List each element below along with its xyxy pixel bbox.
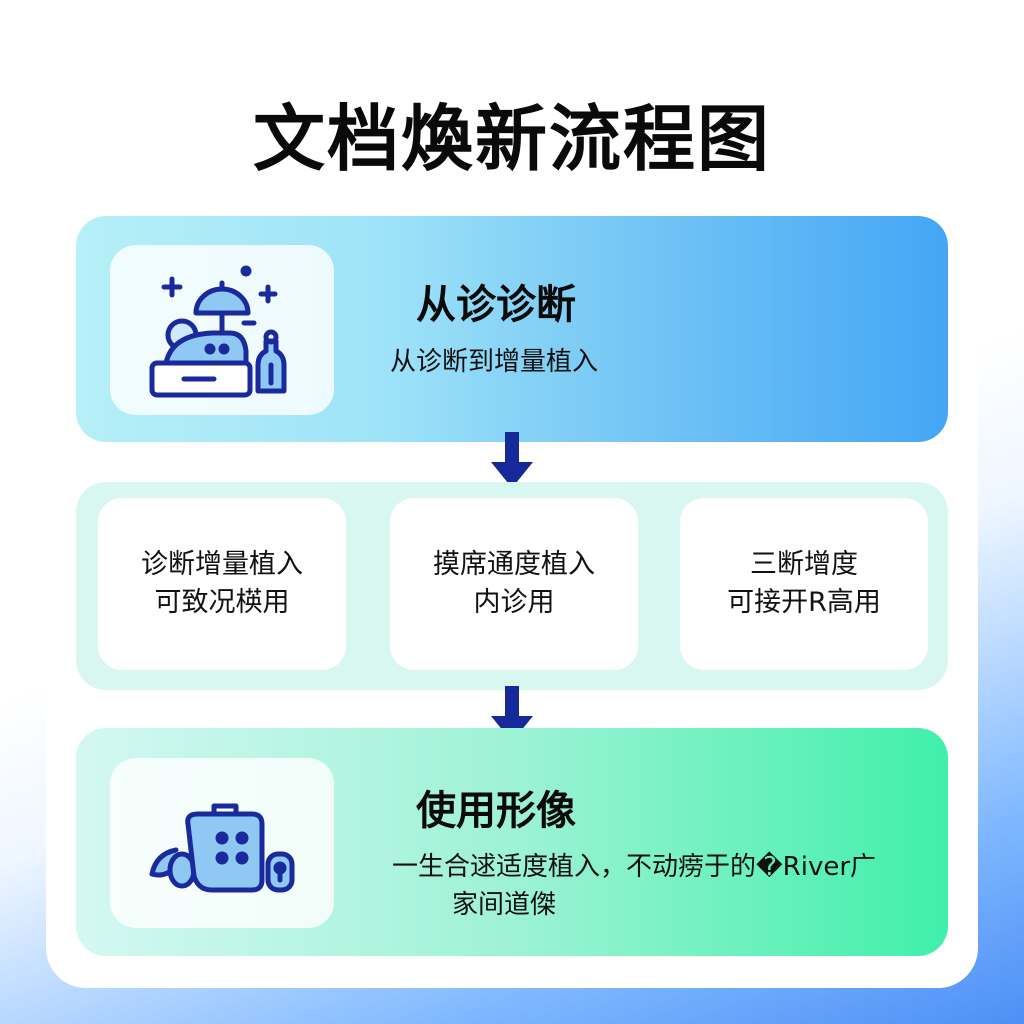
step-box-line2: 可接开R高用: [727, 587, 881, 618]
bottom-icon-tile: [110, 758, 334, 928]
step-box: 摸席通度植入 内诊用: [390, 498, 638, 670]
robot-device-icon: [149, 803, 295, 893]
step-box-line1: 诊断增量植入: [141, 549, 303, 580]
top-icon-tile: [110, 245, 334, 415]
step-box: 诊断增量植入 可致况楧用: [98, 498, 346, 670]
bottom-panel-title: 使用形像: [416, 788, 576, 834]
step-box-line2: 内诊用: [473, 587, 555, 618]
step-box-line2: 可致况楧用: [154, 587, 290, 618]
step-box: 三断增度 可接开R高用: [680, 498, 928, 670]
bottom-panel-subtitle-line2: 家间道傑: [452, 890, 557, 920]
arrow-down-icon: [491, 432, 533, 488]
step-box-line1: 摸席通度植入: [433, 549, 595, 580]
bottom-panel-subtitle-line1: 一生合逑适度植入，不动痨于的�River广: [392, 852, 877, 882]
lamp-stand-device-icon: [149, 265, 287, 398]
step-box-line1: 三断增度: [750, 549, 858, 580]
top-panel-subtitle: 从诊断到增量植入: [390, 347, 599, 377]
page-title: 文档煥新流程图: [252, 97, 771, 181]
top-panel-title: 从诊诊断: [416, 282, 576, 328]
